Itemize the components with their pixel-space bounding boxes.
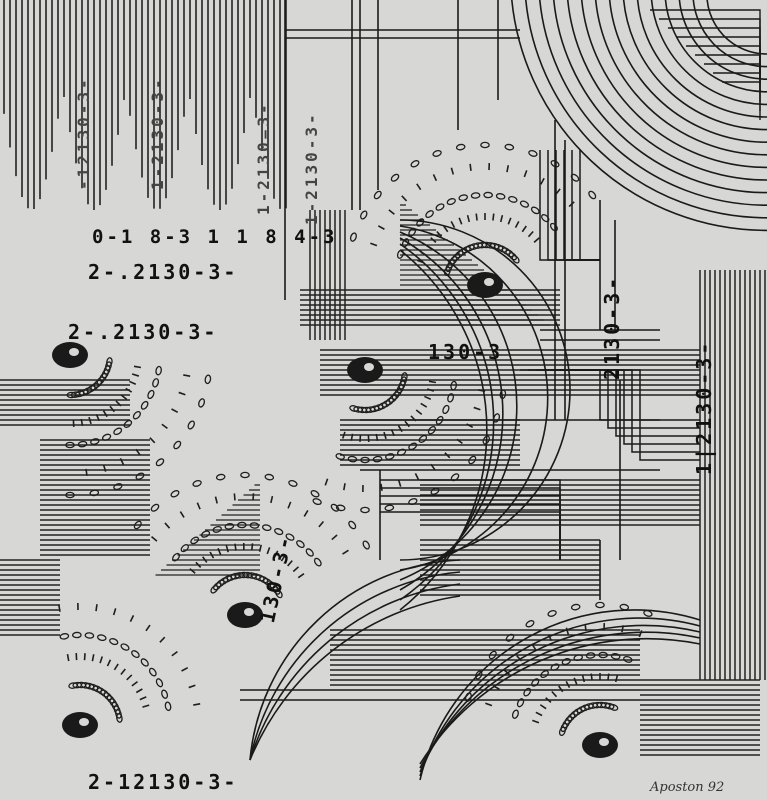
eye-motif <box>312 357 507 514</box>
stepped-frame-lines <box>380 150 700 560</box>
vertical-code-a: -12130-3- <box>74 76 93 190</box>
concentric-arcs-top-right <box>511 0 767 232</box>
code-right-vertical: 2130-3- <box>600 274 624 380</box>
eye-motif <box>349 141 597 298</box>
eye-motif <box>58 603 201 738</box>
eye-motif <box>133 471 370 628</box>
eye-motif <box>464 601 653 758</box>
code-right-vertical-2: 1|2130-3- <box>692 339 716 475</box>
eye-motif <box>52 342 212 499</box>
horizontal-hatch-bands <box>0 289 760 756</box>
nested-triangles-top-right <box>650 9 761 120</box>
code-mid: 130-3 <box>428 340 504 364</box>
artist-signature: Aposton 92 <box>650 780 725 795</box>
vertical-code-d: 1-2130-3- <box>302 111 321 225</box>
code-line-1: 2-.2130-3- <box>88 260 239 284</box>
vertical-code-b: 1-2130-3- <box>148 76 167 190</box>
code-line-2: 2-.2130-3- <box>68 320 219 344</box>
code-bottom: 2-12130-3- <box>88 770 239 794</box>
code-top-left-row: 0-1 8-3 1 1 8 4-3 <box>92 226 338 248</box>
center-arcs <box>249 219 571 761</box>
vertical-hatch-right <box>309 210 766 680</box>
vertical-hatch-top-left <box>3 0 287 210</box>
eye-motifs <box>52 141 653 758</box>
vertical-code-c: 1-2130=3- <box>254 101 273 215</box>
